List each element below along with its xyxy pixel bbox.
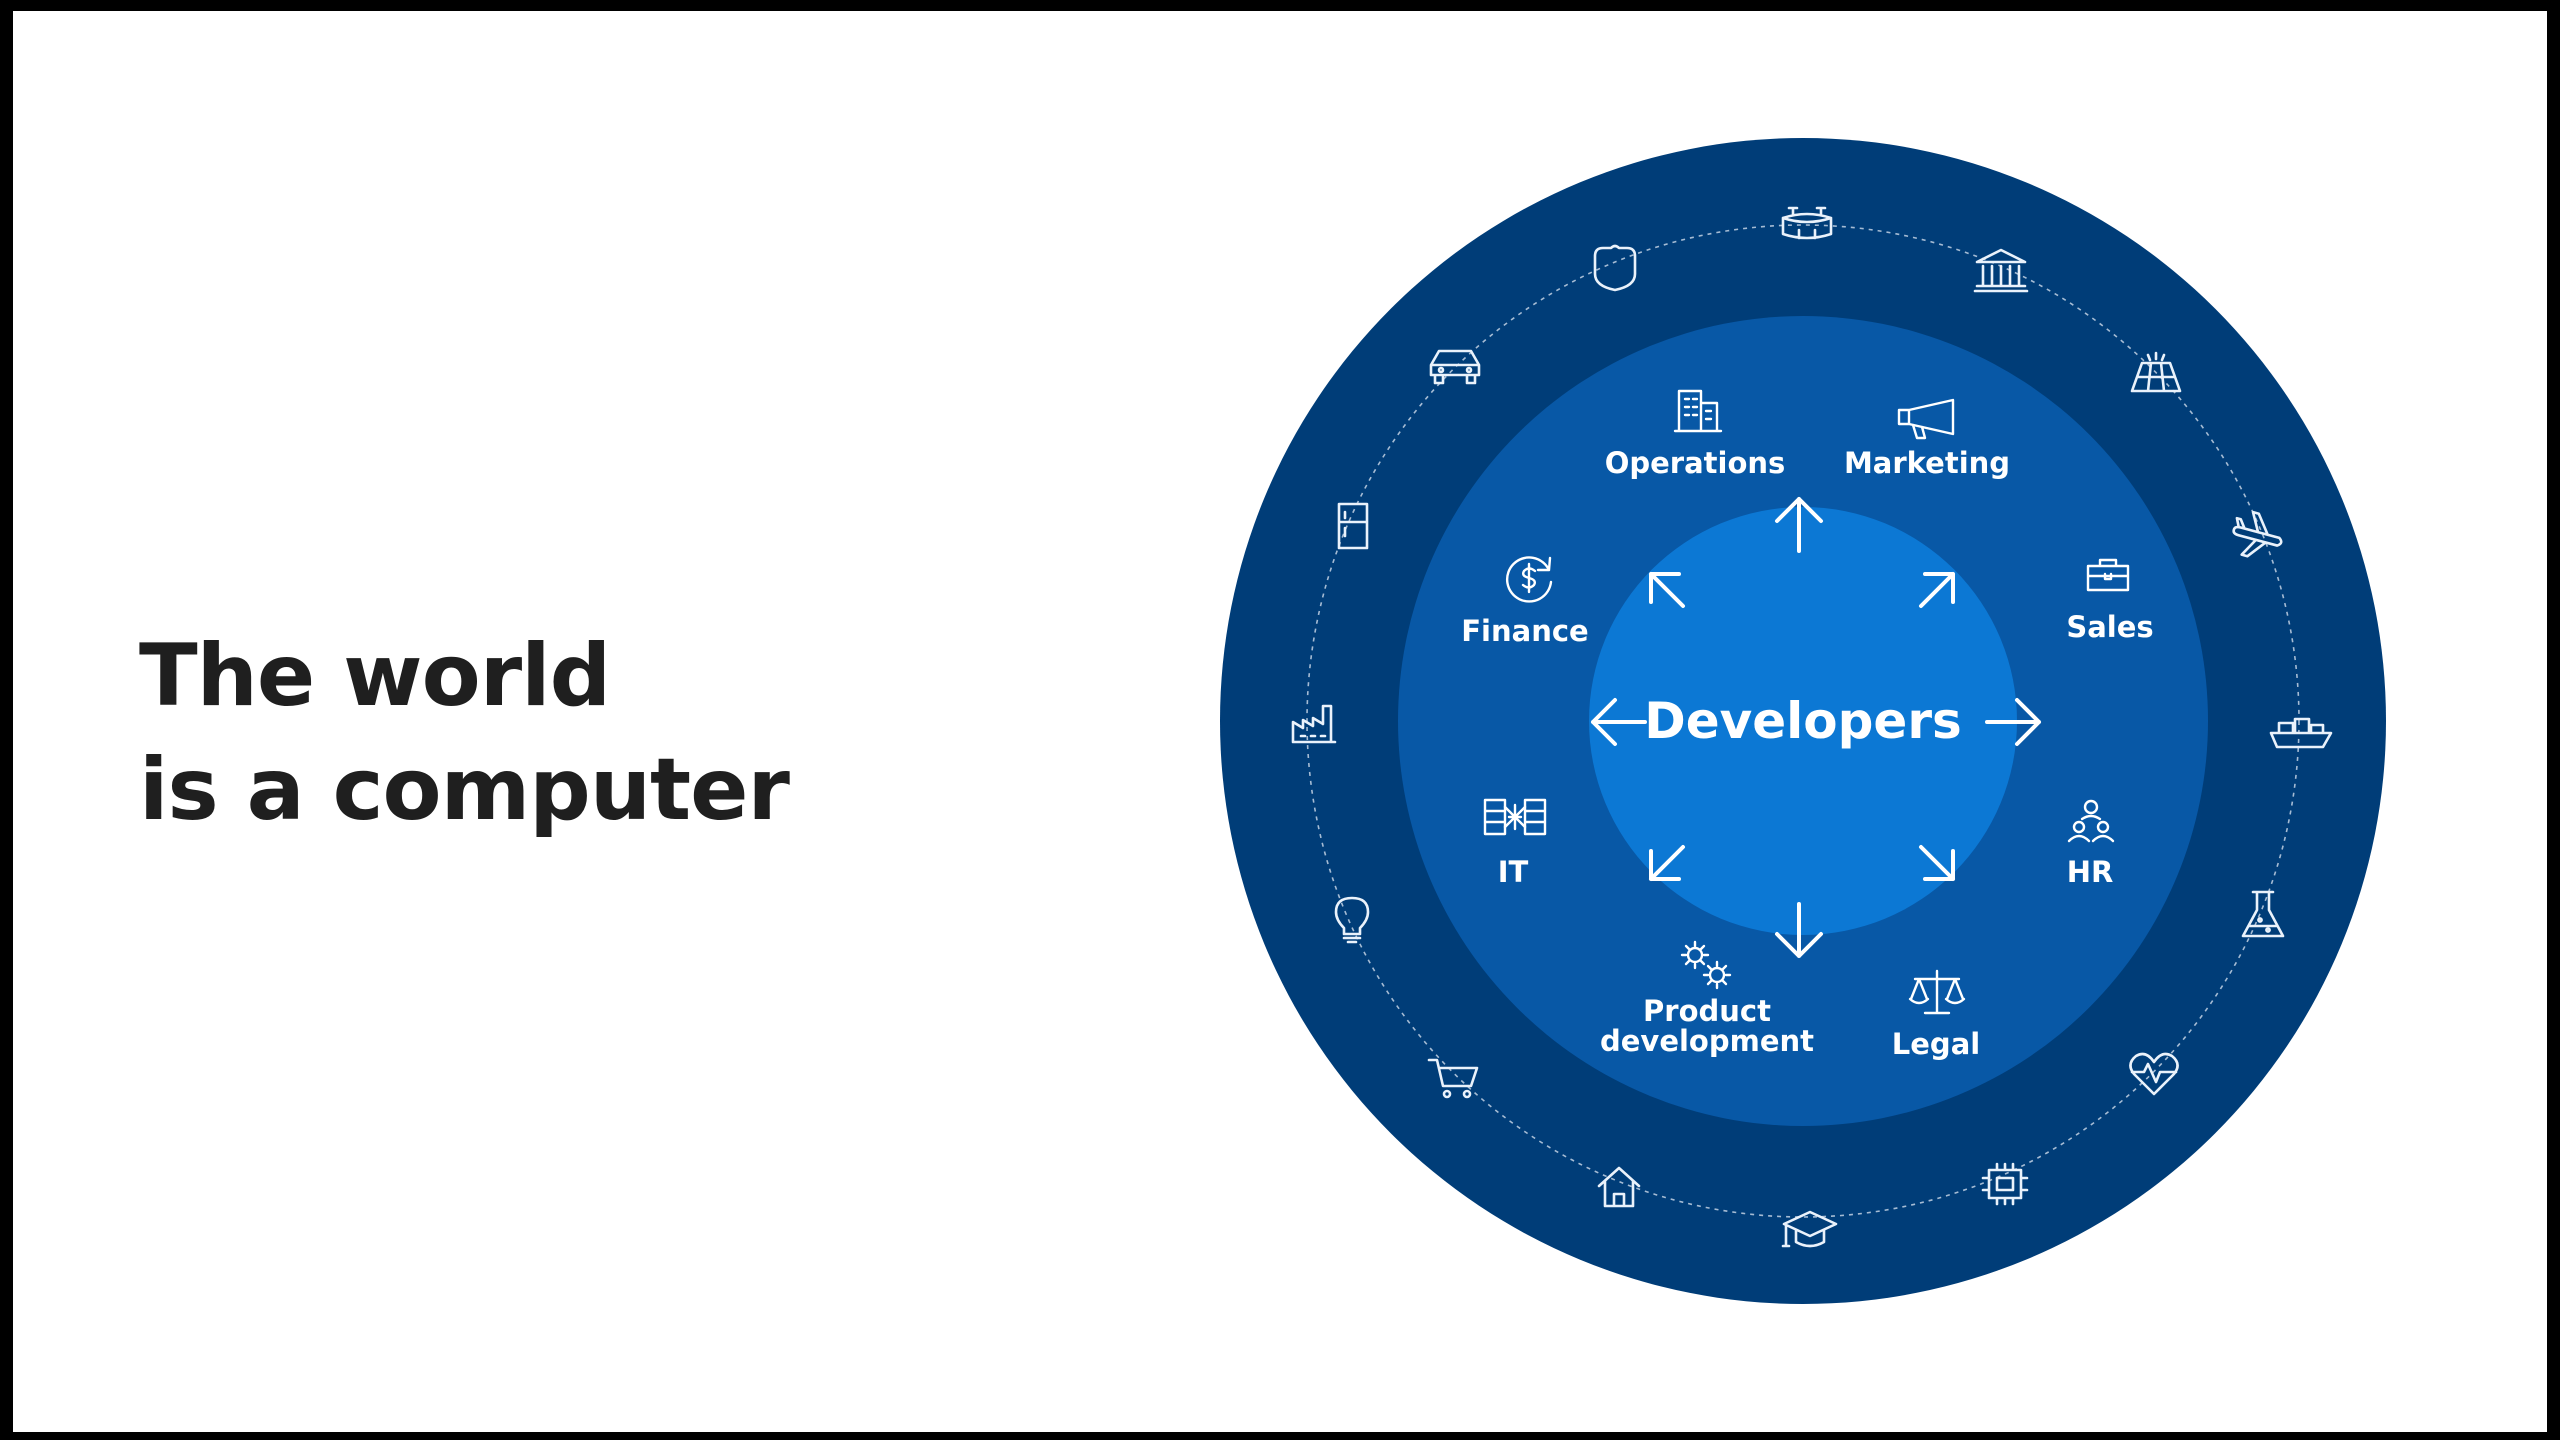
- server-rack-icon: [1483, 798, 1547, 836]
- scales-icon: [1908, 969, 1966, 1015]
- lightbulb-icon: [1334, 896, 1370, 944]
- headline-line-1: The world: [139, 626, 611, 726]
- people-org-icon: [2067, 799, 2115, 843]
- arrow-up-left-icon: [1649, 572, 1685, 608]
- car-icon: [1429, 349, 1481, 385]
- arrow-up-icon: [1775, 497, 1823, 553]
- dept-hr-label: HR: [2067, 855, 2114, 889]
- dept-marketing-label: Marketing: [1844, 446, 2010, 480]
- arrow-down-right-icon: [1919, 845, 1955, 881]
- briefcase-icon: [2086, 558, 2130, 592]
- inner-circle: [1589, 507, 2017, 935]
- slide: The world is a computer Developers Opera…: [13, 11, 2547, 1432]
- refrigerator-icon: [1337, 502, 1369, 550]
- dept-legal-label: Legal: [1892, 1027, 1980, 1061]
- health-heart-icon: [2129, 1052, 2179, 1096]
- police-shield-icon: [1593, 244, 1637, 292]
- dollar-cycle-icon: [1506, 556, 1553, 603]
- dept-finance-label: Finance: [1461, 614, 1588, 648]
- stadium-icon: [1781, 206, 1833, 240]
- arrow-down-left-icon: [1649, 845, 1685, 881]
- microchip-icon: [1981, 1162, 2029, 1206]
- dept-operations-label: Operations: [1605, 446, 1786, 480]
- arrow-up-right-icon: [1919, 572, 1955, 608]
- headline-line-2: is a computer: [139, 740, 790, 840]
- headline: The world is a computer: [139, 619, 1039, 847]
- megaphone-icon: [1897, 398, 1955, 440]
- bank-icon: [1973, 248, 2029, 293]
- developers-label: Developers: [1644, 692, 1962, 750]
- arrow-down-icon: [1775, 902, 1823, 958]
- home-icon: [1597, 1166, 1641, 1208]
- gears-icon: [1680, 940, 1732, 990]
- arrow-left-icon: [1591, 698, 1647, 746]
- graduation-cap-icon: [1781, 1210, 1838, 1248]
- dept-sales-label: Sales: [2066, 610, 2153, 644]
- dept-product-label-line1: Product: [1643, 994, 1771, 1028]
- dept-it-label: IT: [1498, 855, 1529, 889]
- dept-product-label-line2: development: [1600, 1024, 1814, 1058]
- cargo-ship-icon: [2269, 717, 2333, 749]
- office-building-icon: [1673, 389, 1723, 433]
- airplane-icon: [2232, 510, 2283, 558]
- factory-icon: [1291, 704, 1337, 744]
- arrow-right-icon: [1985, 698, 2041, 746]
- solar-panel-icon: [2130, 351, 2182, 393]
- lab-flask-icon: [2241, 890, 2285, 938]
- shopping-cart-icon: [1427, 1058, 1479, 1099]
- developers-diagram: Developers Operations Marketing Sales HR…: [1220, 138, 2386, 1304]
